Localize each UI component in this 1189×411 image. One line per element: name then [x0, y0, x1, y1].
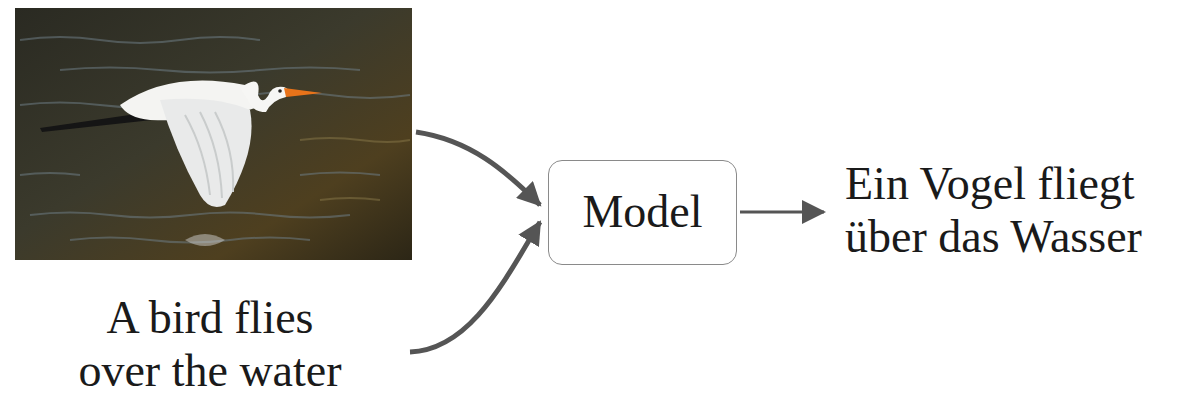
output-arrow	[740, 211, 824, 214]
bird-photo	[15, 8, 412, 260]
input-arrow	[410, 222, 540, 352]
box-label: Model	[582, 186, 702, 239]
output-caption: Ein Vogel fliegt über das Wasser	[845, 158, 1170, 264]
flow-arrows	[410, 132, 824, 352]
process-box: Model	[548, 160, 737, 265]
input-caption: A bird flies over the water	[65, 292, 355, 398]
input-arrow	[416, 132, 540, 205]
